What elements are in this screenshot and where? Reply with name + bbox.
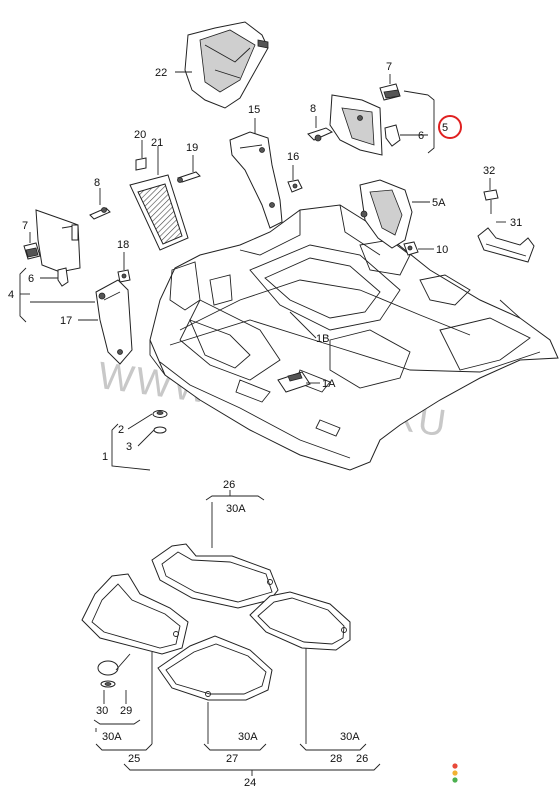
site-logo — [452, 763, 458, 783]
bolt-8-top — [307, 116, 334, 142]
label-8-top: 8 — [310, 103, 316, 115]
floor-pan — [149, 204, 559, 471]
highlight-circle — [438, 115, 462, 139]
clip-6-left — [57, 267, 69, 287]
label-29: 29 — [120, 705, 132, 717]
label-16: 16 — [287, 151, 299, 163]
label-21: 21 — [151, 137, 163, 149]
label-3: 3 — [126, 441, 132, 453]
label-20: 20 — [134, 129, 146, 141]
part-15-bracket — [229, 131, 283, 229]
grommet-2 — [152, 410, 168, 418]
part-5-bracket — [329, 83, 401, 156]
label-8-left: 8 — [94, 177, 100, 189]
label-18: 18 — [117, 239, 129, 251]
logo-dot-green — [452, 777, 458, 783]
clip-7-left — [23, 242, 41, 260]
label-6-top: 6 — [418, 130, 424, 142]
screw-32 — [483, 178, 499, 214]
plug-3 — [153, 426, 167, 434]
part-1A-insert — [277, 371, 311, 393]
mat-rear-left — [157, 635, 273, 701]
part-21-pad — [129, 174, 189, 251]
logo-dot-red — [452, 763, 458, 769]
label-30A-mid: 30A — [238, 731, 258, 743]
part-5A-bracket — [359, 179, 413, 249]
clip-29-30 — [97, 660, 119, 688]
label-17: 17 — [60, 315, 72, 327]
nut-16 — [287, 179, 303, 193]
label-7-left: 7 — [22, 220, 28, 232]
label-27: 27 — [226, 753, 238, 765]
label-15: 15 — [248, 104, 260, 116]
mat-front-right — [151, 543, 279, 609]
label-22: 22 — [155, 67, 167, 79]
bolt-19 — [177, 155, 201, 183]
label-1: 1 — [102, 451, 108, 463]
nut-18 — [117, 269, 131, 283]
mat-front-left — [81, 573, 189, 655]
label-1A: 1A — [322, 378, 336, 390]
clip-20 — [135, 157, 147, 171]
label-5: 5 — [442, 122, 448, 134]
label-19: 19 — [186, 142, 198, 154]
label-10: 10 — [436, 244, 448, 256]
part-17-bracket — [95, 279, 133, 365]
logo-dot-amber — [452, 770, 458, 776]
part-31-clip — [477, 227, 535, 263]
label-6-left: 6 — [28, 273, 34, 285]
label-1B: 1B — [316, 333, 329, 345]
part-22-bracket — [184, 21, 269, 109]
label-30A-left: 30A — [102, 731, 122, 743]
bolt-8-left — [89, 188, 111, 220]
label-24: 24 — [244, 777, 256, 789]
label-25: 25 — [128, 753, 140, 765]
label-2: 2 — [118, 424, 124, 436]
nut-10 — [403, 241, 419, 256]
label-4: 4 — [8, 289, 14, 301]
mat-rear-right — [249, 591, 351, 651]
part-4-bracket — [35, 209, 81, 273]
label-30A-top: 30A — [226, 503, 246, 515]
label-26-top: 26 — [223, 479, 235, 491]
label-5A: 5A — [432, 197, 446, 209]
label-26-bottom: 26 — [356, 753, 368, 765]
label-28: 28 — [330, 753, 342, 765]
label-30: 30 — [96, 705, 108, 717]
label-32: 32 — [483, 165, 495, 177]
label-30A-right: 30A — [340, 731, 360, 743]
label-31: 31 — [510, 217, 522, 229]
label-7-top: 7 — [386, 61, 392, 73]
